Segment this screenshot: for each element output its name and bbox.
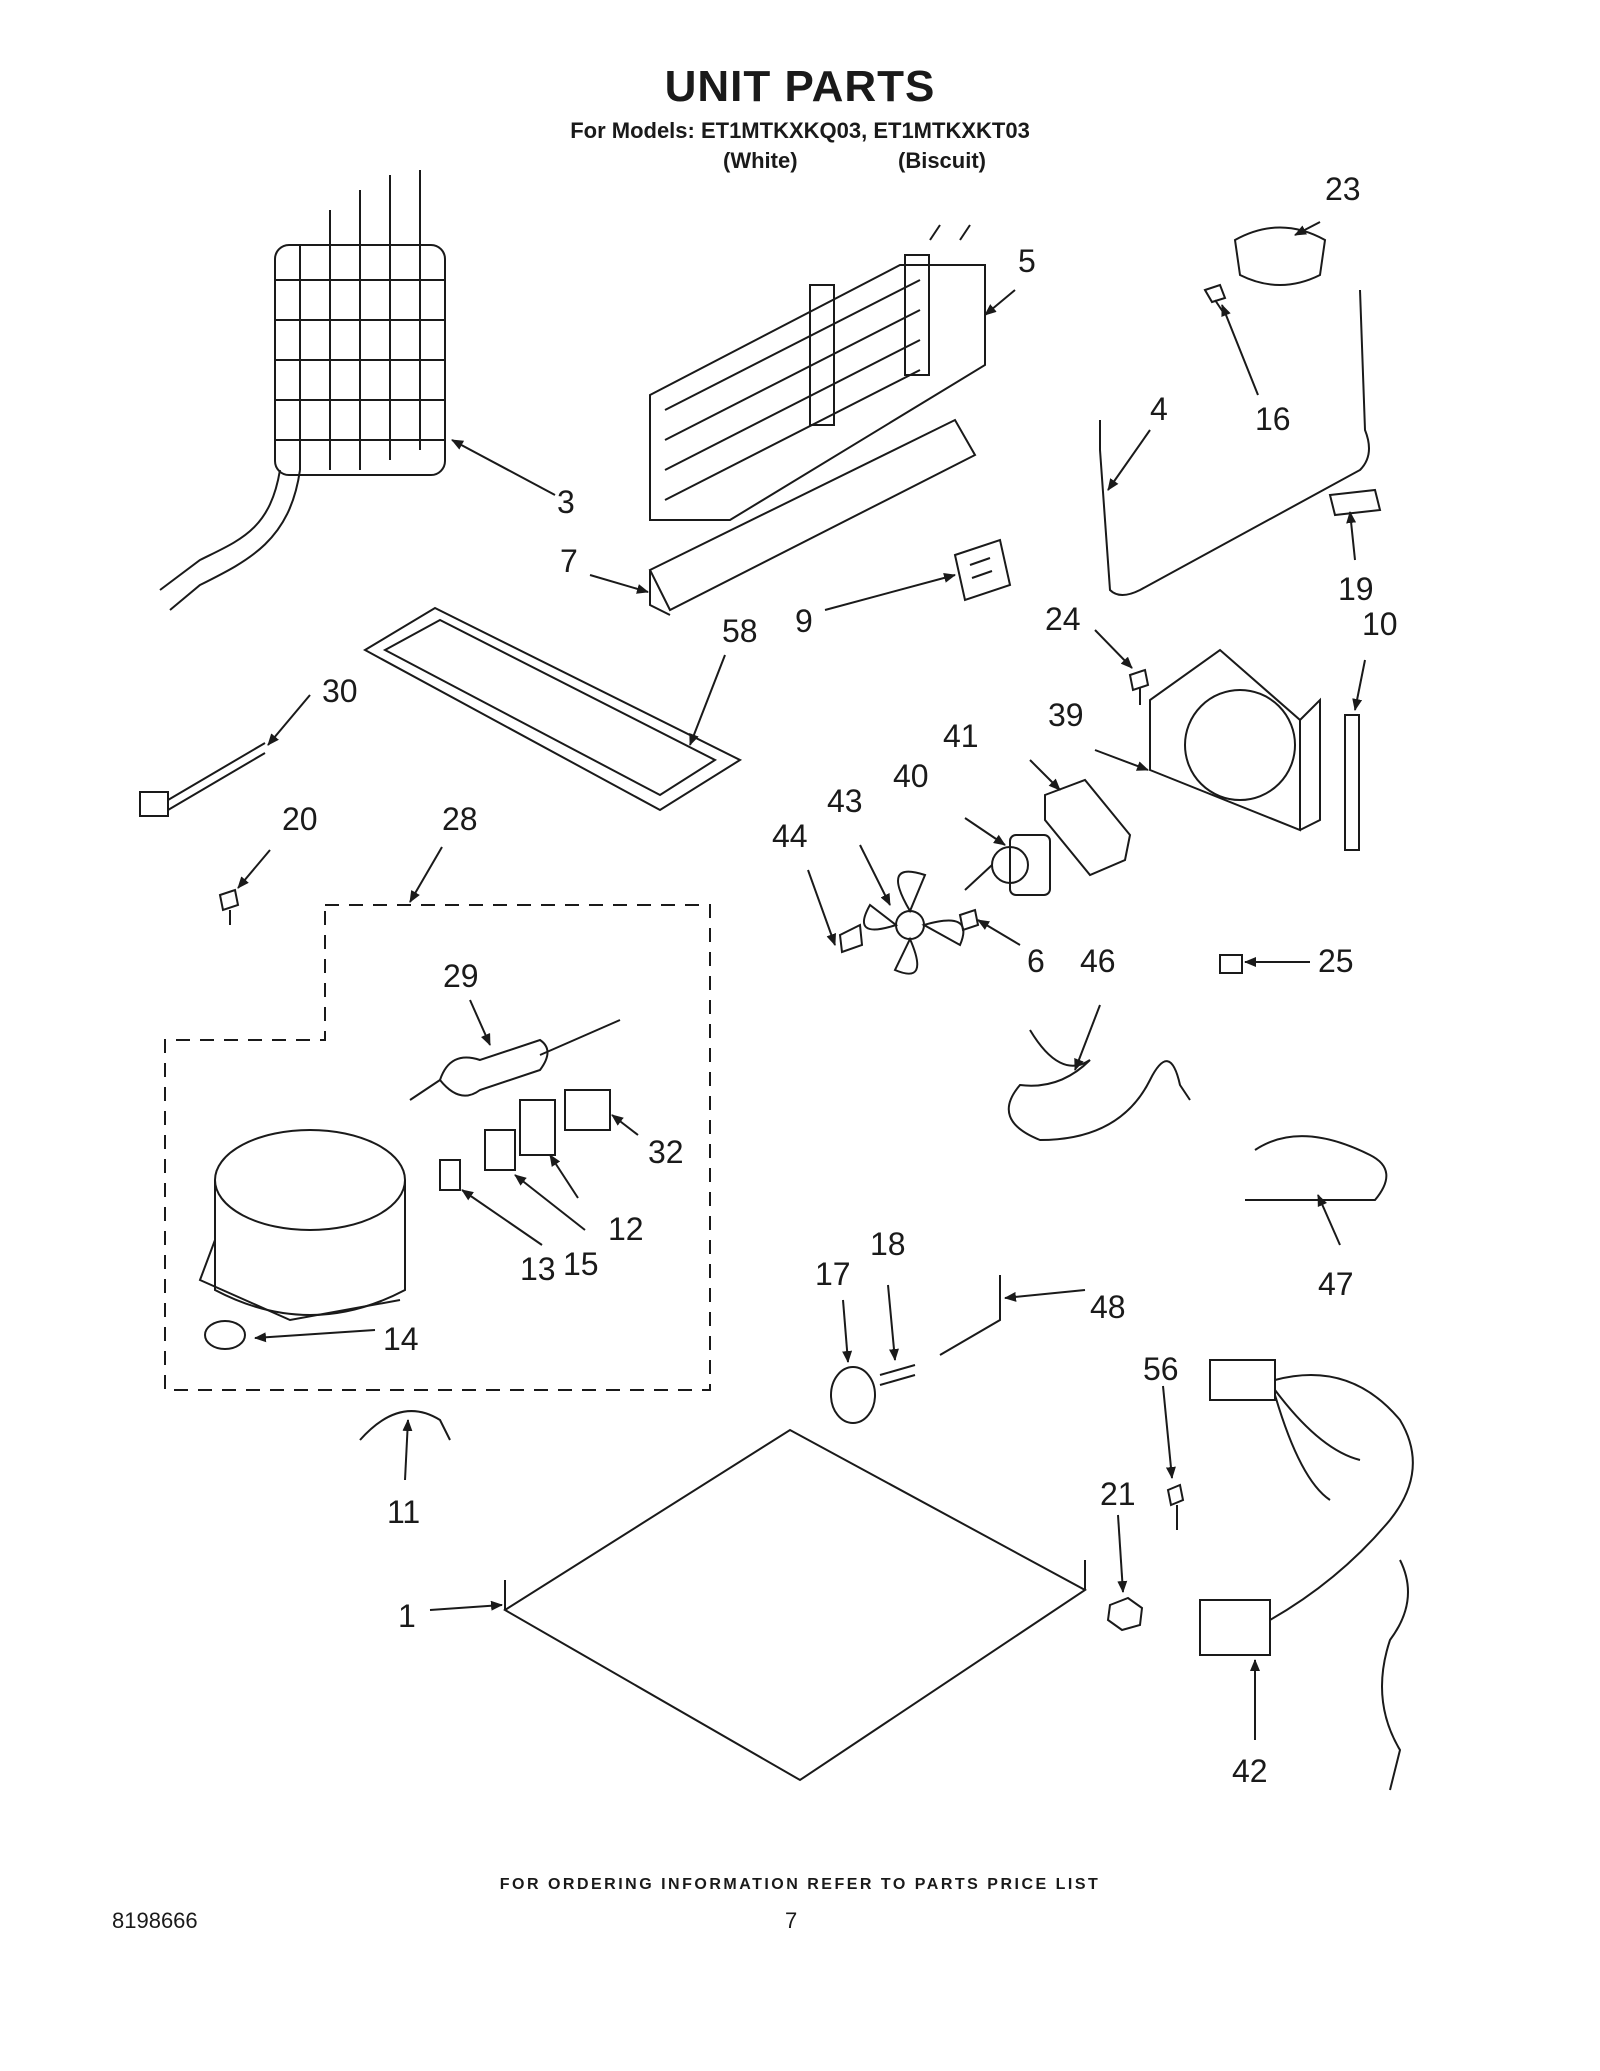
screw-56	[1166, 1483, 1185, 1530]
nut	[1106, 1596, 1144, 1632]
callout-28: 28	[442, 801, 478, 837]
screw-6	[958, 908, 980, 932]
callout-44: 44	[772, 818, 808, 854]
callout-9: 9	[795, 603, 813, 639]
callout-19: 19	[1338, 571, 1374, 607]
thermistor-wire	[1099, 289, 1370, 596]
base-pan	[503, 1428, 1087, 1782]
callout-15: 15	[563, 1246, 599, 1282]
callout-5: 5	[1018, 243, 1036, 279]
tube-48	[939, 1275, 1001, 1356]
callout-24: 24	[1045, 601, 1081, 637]
color-biscuit-label: (Biscuit)	[898, 148, 986, 173]
cap	[1233, 226, 1327, 286]
callout-48: 48	[1090, 1289, 1126, 1325]
grommet	[1219, 954, 1243, 974]
drain-trough	[648, 418, 977, 616]
condenser-coil	[159, 170, 446, 611]
blade-clip	[838, 923, 864, 954]
callout-30: 30	[322, 673, 358, 709]
bracket	[953, 538, 1012, 602]
callout-40: 40	[893, 758, 929, 794]
drain-pan	[362, 606, 743, 812]
callout-10: 10	[1362, 606, 1398, 642]
compressor	[198, 1129, 406, 1322]
compressor-clip	[359, 1410, 451, 1441]
seal-strip	[1344, 714, 1360, 851]
screw-24	[1128, 668, 1150, 705]
callout-43: 43	[827, 783, 863, 819]
screw-16	[1203, 283, 1227, 316]
callout-46: 46	[1080, 943, 1116, 979]
screw-20	[218, 888, 240, 925]
callout-12: 12	[608, 1211, 644, 1247]
callout-42: 42	[1232, 1753, 1268, 1789]
callout-17: 17	[815, 1256, 851, 1292]
callout-56: 56	[1143, 1351, 1179, 1387]
callout-7: 7	[560, 543, 578, 579]
heater-wire	[1245, 1135, 1388, 1201]
filter-dryer	[409, 1019, 621, 1101]
cable-tie	[139, 742, 266, 817]
wiring-harness	[1199, 1359, 1414, 1791]
bolt-18	[879, 1364, 916, 1386]
callout-47: 47	[1318, 1266, 1354, 1302]
tube-46	[1007, 1029, 1191, 1142]
grommet-17	[830, 1366, 876, 1424]
clip-19	[1328, 488, 1382, 517]
fan-shroud	[1149, 648, 1321, 832]
callout-6: 6	[1027, 943, 1045, 979]
terminal-cover	[484, 1129, 516, 1171]
callout-4: 4	[1150, 391, 1168, 427]
motor-plate	[1044, 778, 1132, 877]
callout-3: 3	[557, 484, 575, 520]
compressor-kit-box	[164, 904, 711, 1391]
callout-41: 41	[943, 718, 979, 754]
page-number: 7	[785, 1908, 798, 1933]
fan-blade	[863, 870, 965, 975]
evaporator	[649, 224, 986, 521]
page-title: UNIT PARTS	[664, 62, 936, 111]
callout-11: 11	[387, 1494, 420, 1530]
callout-13: 13	[520, 1251, 556, 1287]
terminal	[439, 1159, 461, 1191]
ordering-note: FOR ORDERING INFORMATION REFER TO PARTS …	[499, 1876, 1101, 1893]
compressor-grommet	[204, 1320, 246, 1350]
callout-25: 25	[1318, 943, 1354, 979]
callout-14: 14	[383, 1321, 419, 1357]
callout-58: 58	[722, 613, 758, 649]
models-line: For Models: ET1MTKXKQ03, ET1MTKXKT03	[570, 118, 1030, 143]
relay	[564, 1089, 611, 1131]
callout-20: 20	[282, 801, 318, 837]
callout-29: 29	[443, 958, 479, 994]
callout-32: 32	[648, 1134, 684, 1170]
callout-16: 16	[1255, 401, 1291, 437]
callout-39: 39	[1048, 697, 1084, 733]
callout-18: 18	[870, 1226, 906, 1262]
callout-23: 23	[1325, 171, 1361, 207]
overload	[519, 1099, 556, 1156]
document-number: 8198666	[112, 1908, 198, 1933]
fan-motor	[964, 834, 1051, 896]
callout-21: 21	[1100, 1476, 1136, 1512]
callout-1: 1	[398, 1598, 416, 1634]
color-white-label: (White)	[723, 148, 798, 173]
